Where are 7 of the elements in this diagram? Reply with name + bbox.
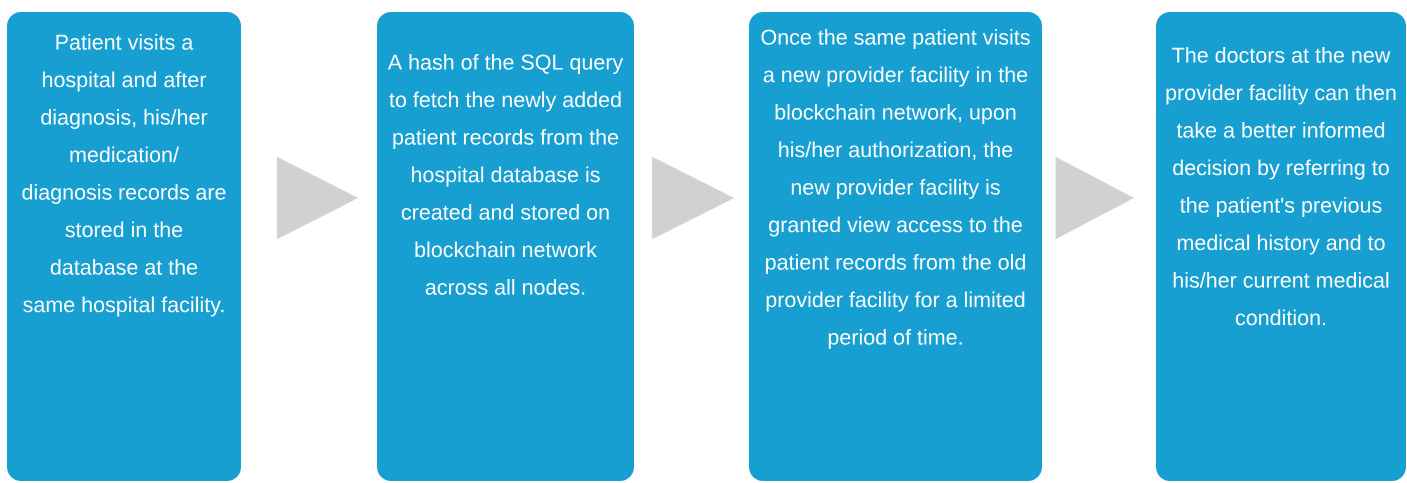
process-box: The doctors at the new provider facility can then take a better informed decision by referring to the patient's previous medical history and to his/her current medical condition. (1156, 12, 1406, 481)
arrow (652, 156, 735, 240)
process-box: A hash of the SQL query to fetch the newly added patient records from the hospital database is created and stored on blockchain network across all nodes. (377, 12, 634, 481)
arrow (1055, 156, 1134, 240)
arrow (276, 156, 359, 240)
process-box: Once the same patient visits a new provider facility in the blockchain network, upon his/her authorization, the new provider facility is granted view access to the patient records from the old provider facility for a limited period of time. (749, 12, 1042, 481)
process-box: Patient visits a hospital and after diagnosis, his/her medication/ diagnosis records are stored in the database at the same hospital facility. (7, 12, 241, 481)
